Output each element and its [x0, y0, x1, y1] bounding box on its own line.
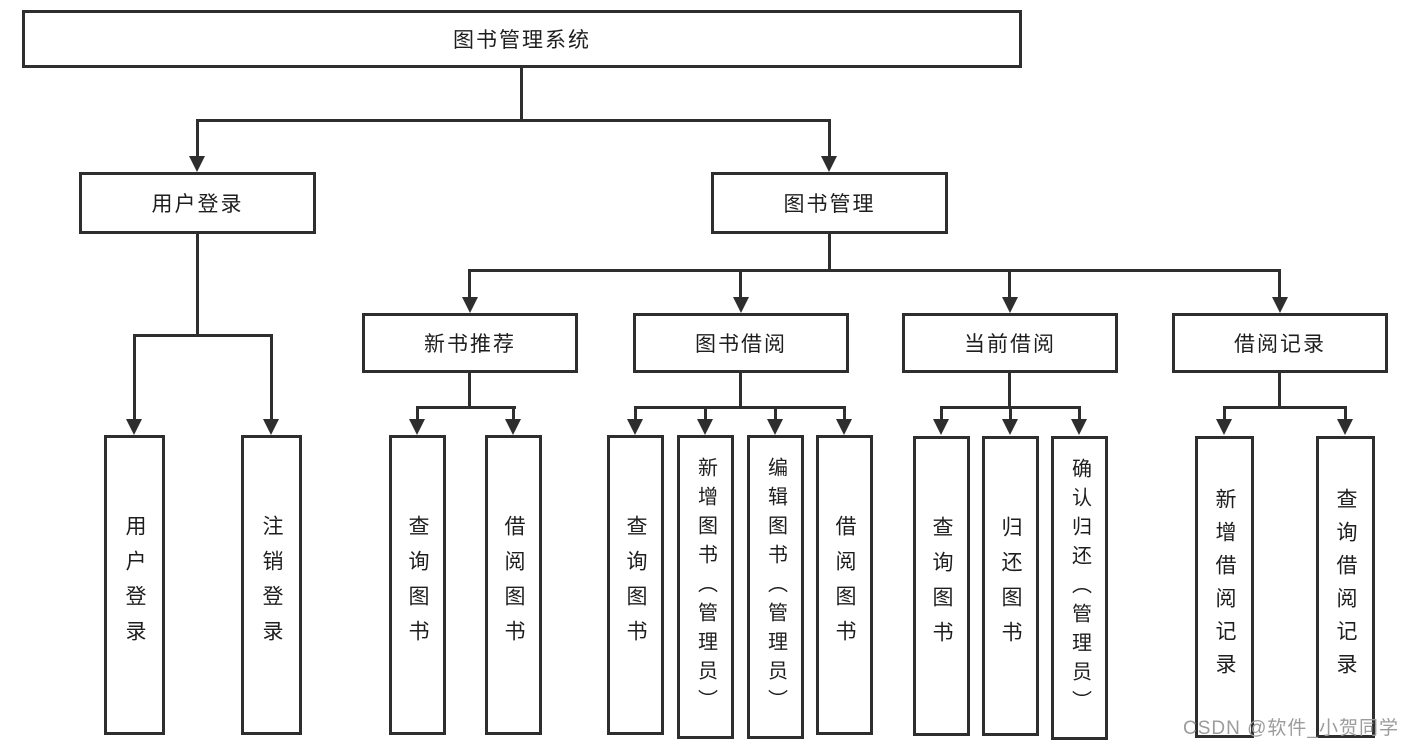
- connector-line: [1223, 406, 1347, 409]
- arrowhead-down-icon: [1002, 419, 1018, 435]
- arrowhead-down-icon: [767, 419, 783, 435]
- connector-line: [468, 269, 1281, 272]
- connector-line: [634, 406, 846, 409]
- connector-line: [270, 334, 273, 420]
- arrowhead-down-icon: [933, 419, 949, 435]
- node-label: 查询图书: [624, 515, 647, 655]
- leaf-logout: 注销登录: [241, 435, 302, 735]
- node-label: 查询图书: [930, 516, 953, 656]
- node-book-borrowing: 图书借阅: [633, 313, 849, 373]
- connector-line: [512, 406, 515, 420]
- arrowhead-down-icon: [1002, 297, 1018, 313]
- leaf-query-books-3: 查询图书: [913, 436, 970, 736]
- connector-line: [196, 119, 831, 122]
- leaf-query-borrow-record: 查询借阅记录: [1316, 436, 1375, 738]
- node-label: 注销登录: [260, 515, 283, 655]
- connector-line: [416, 406, 516, 409]
- connector-line: [1008, 373, 1011, 409]
- connector-line: [1278, 373, 1281, 409]
- arrowhead-down-icon: [462, 297, 478, 313]
- node-book-management: 图书管理: [711, 172, 948, 234]
- connector-line: [704, 406, 707, 420]
- connector-line: [843, 406, 846, 420]
- connector-line: [1008, 269, 1011, 298]
- csdn-watermark: CSDN @软件_小贺同学: [1183, 718, 1399, 739]
- connector-line: [828, 234, 831, 272]
- connector-line: [133, 334, 273, 337]
- connector-line: [828, 119, 831, 157]
- connector-line: [739, 373, 742, 409]
- node-label: 新增图书（管理员）: [694, 456, 717, 718]
- arrowhead-down-icon: [189, 156, 205, 172]
- connector-line: [468, 373, 471, 409]
- connector-line: [739, 269, 742, 298]
- node-label: 借阅图书: [502, 515, 525, 655]
- node-label: 编辑图书（管理员）: [764, 456, 787, 718]
- node-current-borrowing: 当前借阅: [902, 313, 1118, 373]
- leaf-user-login: 用户登录: [104, 435, 165, 735]
- arrowhead-down-icon: [627, 419, 643, 435]
- arrowhead-down-icon: [126, 419, 142, 435]
- leaf-add-borrow-record: 新增借阅记录: [1195, 436, 1254, 738]
- connector-line: [1344, 406, 1347, 420]
- node-label: 新增借阅记录: [1213, 488, 1236, 686]
- arrowhead-down-icon: [733, 297, 749, 313]
- node-label: 当前借阅: [964, 333, 1056, 356]
- leaf-borrow-books-1: 借阅图书: [485, 435, 542, 735]
- node-label: 用户登录: [151, 193, 244, 216]
- leaf-edit-books-admin: 编辑图书（管理员）: [747, 435, 804, 739]
- node-label: 新书推荐: [424, 333, 516, 356]
- arrowhead-down-icon: [821, 156, 837, 172]
- leaf-confirm-return-admin: 确认归还（管理员）: [1051, 436, 1108, 740]
- connector-line: [416, 406, 419, 420]
- leaf-return-books: 归还图书: [982, 436, 1039, 736]
- arrowhead-down-icon: [263, 419, 279, 435]
- connector-line: [1078, 406, 1081, 420]
- connector-line: [196, 234, 199, 337]
- connector-line: [468, 269, 471, 298]
- connector-line: [1223, 406, 1226, 420]
- connector-line: [940, 406, 943, 420]
- node-label: 借阅图书: [833, 515, 856, 655]
- connector-line: [774, 406, 777, 420]
- node-label: 图书借阅: [695, 333, 787, 356]
- arrowhead-down-icon: [1272, 297, 1288, 313]
- node-label: 确认归还（管理员）: [1068, 457, 1091, 719]
- node-user-login: 用户登录: [79, 172, 316, 234]
- leaf-query-books-2: 查询图书: [607, 435, 664, 735]
- node-label: 图书管理: [783, 193, 876, 216]
- connector-line: [520, 68, 523, 122]
- arrowhead-down-icon: [505, 419, 521, 435]
- node-new-book-recommend: 新书推荐: [362, 313, 578, 373]
- connector-line: [634, 406, 637, 420]
- node-label: 图书管理系统: [453, 29, 591, 52]
- arrowhead-down-icon: [1216, 419, 1232, 435]
- arrowhead-down-icon: [1337, 419, 1353, 435]
- arrowhead-down-icon: [697, 419, 713, 435]
- arrowhead-down-icon: [409, 419, 425, 435]
- node-label: 借阅记录: [1234, 333, 1326, 356]
- node-borrow-records: 借阅记录: [1172, 313, 1388, 373]
- leaf-query-books-1: 查询图书: [389, 435, 446, 735]
- node-label: 查询借阅记录: [1334, 488, 1357, 686]
- connector-line: [196, 119, 199, 157]
- node-label: 用户登录: [123, 515, 146, 655]
- arrowhead-down-icon: [836, 419, 852, 435]
- connector-line: [133, 334, 136, 420]
- node-library-management-system: 图书管理系统: [22, 10, 1022, 68]
- leaf-borrow-books-2: 借阅图书: [816, 435, 873, 735]
- arrowhead-down-icon: [1071, 419, 1087, 435]
- connector-line: [1009, 406, 1012, 420]
- node-label: 查询图书: [406, 515, 429, 655]
- node-label: 归还图书: [999, 516, 1022, 656]
- leaf-add-books-admin: 新增图书（管理员）: [677, 435, 734, 739]
- connector-line: [1278, 269, 1281, 298]
